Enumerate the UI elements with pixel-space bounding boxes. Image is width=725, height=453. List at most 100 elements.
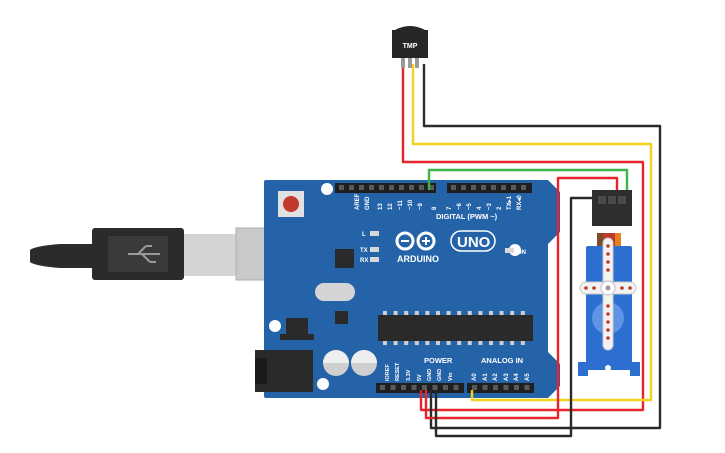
- horn-hole: [606, 320, 610, 324]
- digital-pin-label: 2: [497, 206, 503, 210]
- header-pin[interactable]: [451, 185, 456, 190]
- chip-pin: [478, 341, 483, 345]
- brand-text: ARDUINO: [397, 254, 439, 264]
- power-header: [376, 383, 464, 393]
- led-tx: [370, 247, 379, 252]
- header-pin[interactable]: [389, 185, 394, 190]
- chip-pin: [414, 341, 419, 345]
- header-pin[interactable]: [453, 385, 459, 390]
- power-pin-label: GND: [437, 369, 443, 381]
- horn-hole: [606, 304, 610, 308]
- digital-pin-label: RX◂0: [517, 195, 523, 210]
- header-pin[interactable]: [422, 385, 427, 390]
- horn-hole: [628, 286, 632, 290]
- chip-pin: [383, 341, 387, 345]
- servo-connector-pin: [598, 196, 606, 204]
- horn-hole: [620, 286, 624, 290]
- header-pin[interactable]: [514, 385, 519, 390]
- header-pin[interactable]: [379, 185, 384, 190]
- analog-pin-label: A1: [483, 373, 489, 381]
- digital-pin-label: 4: [477, 206, 483, 210]
- header-pin[interactable]: [419, 185, 424, 190]
- header-pin[interactable]: [511, 185, 516, 190]
- header-pin[interactable]: [349, 185, 354, 190]
- header-pin[interactable]: [481, 185, 486, 190]
- header-pin[interactable]: [524, 385, 530, 390]
- chip-pin: [414, 311, 419, 315]
- header-pin[interactable]: [501, 185, 506, 190]
- header-pin[interactable]: [443, 385, 448, 390]
- reset-button-cap: [283, 196, 299, 212]
- digital-pin-label: 8: [432, 206, 438, 210]
- header-pin[interactable]: [401, 385, 406, 390]
- header-pin[interactable]: [369, 185, 374, 190]
- chip-pin: [436, 311, 440, 315]
- header-pin[interactable]: [472, 385, 477, 390]
- header-pin[interactable]: [482, 385, 488, 390]
- digital-pin-label: ~10: [408, 199, 414, 210]
- digital-label: DIGITAL (PWM ~): [436, 212, 498, 221]
- power-pin-label: IOREF: [385, 364, 391, 381]
- power-pin-label: Vin: [448, 372, 454, 381]
- chip-pin: [436, 341, 440, 345]
- wire-sensor-gnd: [422, 64, 662, 430]
- digital-pin-label: ~9: [418, 202, 424, 210]
- chip-pin: [489, 311, 493, 315]
- header-pin[interactable]: [359, 185, 364, 190]
- servo-connector-pin: [608, 196, 616, 204]
- chip-pin: [489, 341, 493, 345]
- digital-header-right: [447, 183, 532, 193]
- led-rx-label: RX: [360, 258, 368, 264]
- header-pin[interactable]: [339, 185, 344, 190]
- header-pin[interactable]: [390, 385, 396, 390]
- servo-mount-left: [578, 362, 588, 376]
- header-pin[interactable]: [429, 185, 434, 190]
- led-l: [370, 231, 379, 236]
- board-pcb: [264, 180, 560, 398]
- chip-pin: [499, 341, 504, 345]
- horn-hole: [606, 268, 610, 272]
- power-jack-opening: [255, 358, 267, 384]
- header-pin[interactable]: [471, 185, 476, 190]
- voltage-regulator: [286, 318, 308, 334]
- header-pin[interactable]: [491, 185, 496, 190]
- digital-pin-label: ~11: [398, 199, 404, 210]
- header-pin[interactable]: [521, 185, 526, 190]
- header-pin[interactable]: [411, 385, 417, 390]
- chip-pin: [520, 341, 525, 345]
- wire-sensor-5v: [401, 64, 645, 412]
- capacitor-top: [351, 350, 377, 363]
- header-pin[interactable]: [380, 385, 385, 390]
- horn-hole: [606, 252, 610, 256]
- usb-plug-metal: [184, 234, 236, 276]
- header-pin[interactable]: [399, 185, 404, 190]
- header-pin[interactable]: [461, 185, 466, 190]
- servo-connector: [592, 190, 632, 226]
- led-tx-label: TX: [360, 248, 368, 254]
- led-rx: [370, 257, 379, 262]
- horn-hole: [606, 260, 610, 264]
- model-text: UNO: [457, 234, 491, 251]
- power-pin-label: 3.3V: [406, 369, 412, 381]
- digital-pin-label: AREF: [355, 193, 361, 210]
- header-pin[interactable]: [432, 385, 438, 390]
- bottom-header-pins: [380, 385, 530, 390]
- usb-chip: [335, 249, 354, 268]
- usb-cable: [30, 227, 285, 281]
- digital-pin-label: TX▸1: [507, 195, 513, 210]
- chip-pin: [499, 311, 504, 315]
- header-pin[interactable]: [493, 385, 498, 390]
- power-pin-label: RESET: [395, 362, 401, 381]
- header-pin[interactable]: [409, 185, 414, 190]
- header-pin[interactable]: [503, 385, 509, 390]
- crystal-oscillator: [315, 283, 355, 301]
- analog-pin-label: A0: [472, 373, 478, 381]
- chip-pin: [457, 341, 462, 345]
- mounting-hole: [317, 378, 329, 390]
- chip-pin: [446, 341, 451, 345]
- sensor-pin: [415, 58, 419, 68]
- chip-pin: [425, 341, 430, 345]
- servo-wire-brown: [597, 233, 603, 247]
